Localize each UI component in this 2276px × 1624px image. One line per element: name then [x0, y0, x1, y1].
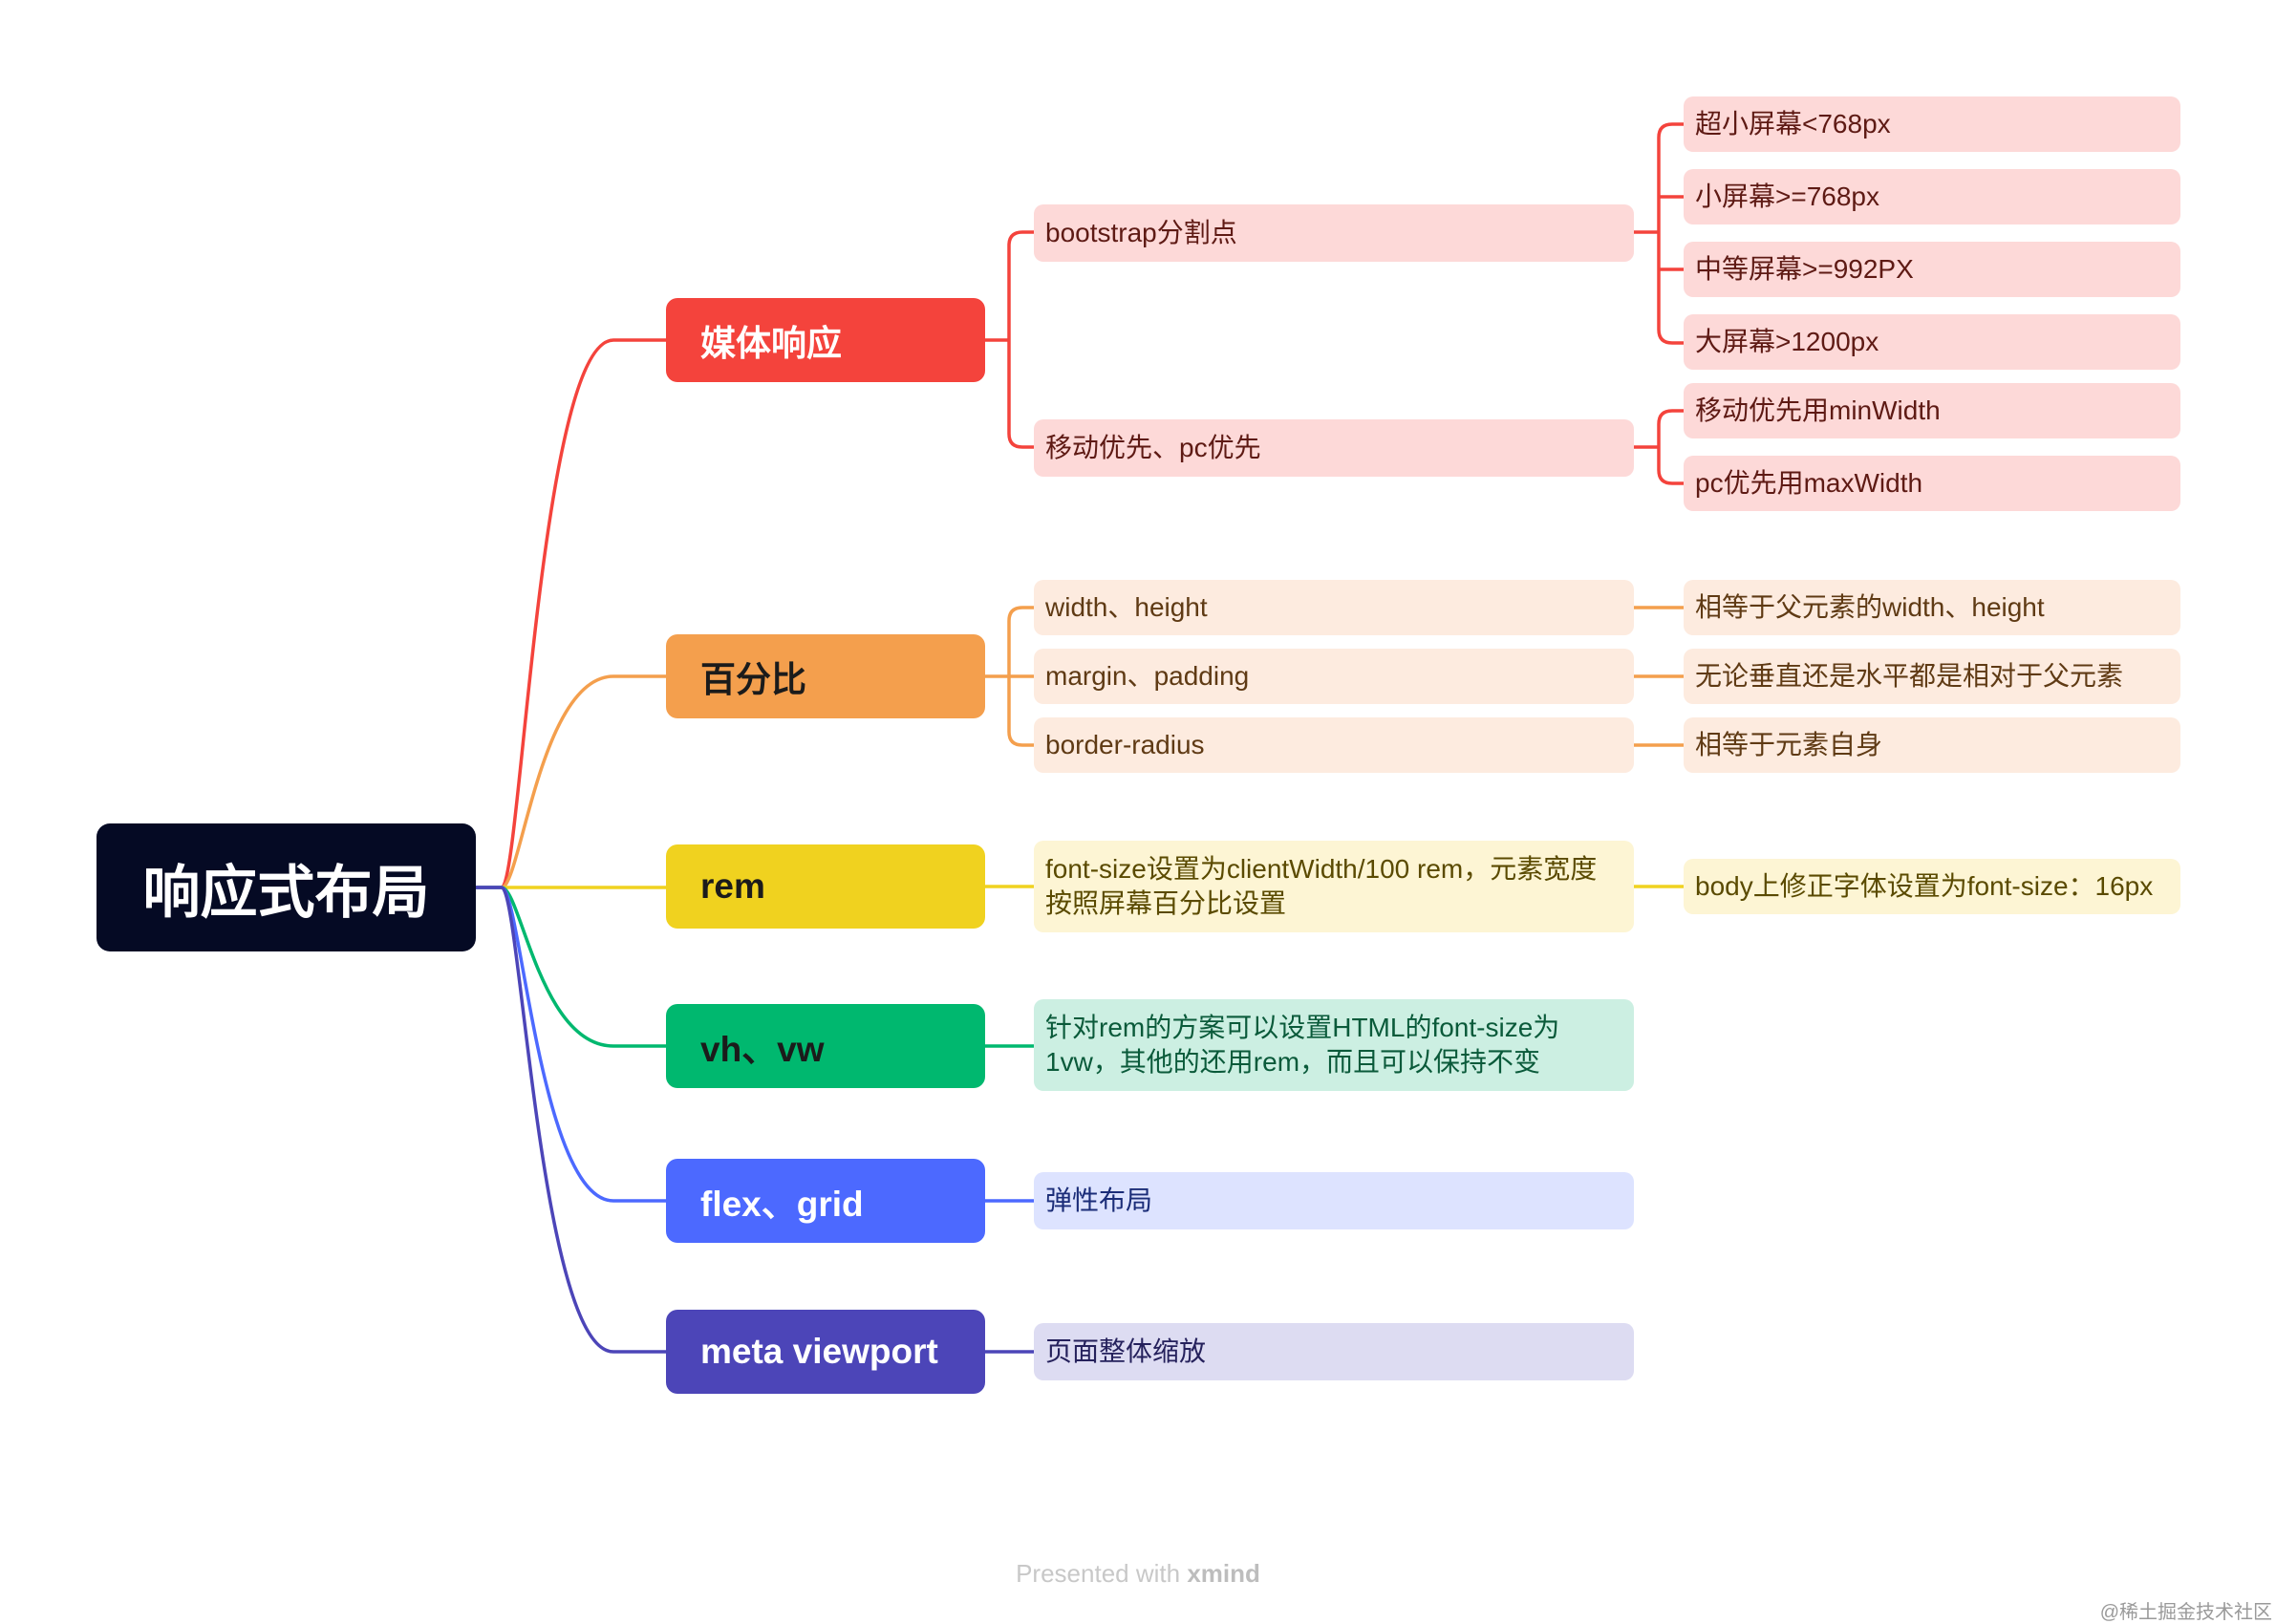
xmind-logo: xmind [1187, 1559, 1260, 1588]
topic-bootstrap-breakpoints[interactable]: bootstrap分割点 [1034, 204, 1634, 262]
subtopic-label: pc优先用maxWidth [1695, 468, 1923, 498]
topic-label: border-radius [1045, 730, 1205, 759]
presented-with-footer: Presented with xmind [0, 1559, 2276, 1589]
subtopic-label: 小屏幕>=768px [1695, 182, 1879, 211]
subtopic-lg-screen[interactable]: 大屏幕>1200px [1684, 314, 2180, 370]
connector-root-percent [474, 674, 668, 889]
branch-percentage[interactable]: 百分比 [666, 634, 985, 718]
subtopic-pc-first[interactable]: pc优先用maxWidth [1684, 456, 2180, 511]
topic-vw-font-size[interactable]: 针对rem的方案可以设置HTML的font-size为 1vw，其他的还用rem… [1034, 999, 1634, 1091]
subtopic-xs-screen[interactable]: 超小屏幕<768px [1684, 96, 2180, 152]
branch-label: 媒体响应 [700, 324, 842, 363]
root-topic[interactable]: 响应式布局 [97, 823, 476, 951]
subtopic-relative-parent[interactable]: 无论垂直还是水平都是相对于父元素 [1684, 649, 2180, 704]
branch-label: vh、vw [700, 1030, 825, 1069]
topic-label-line2: 按照屏幕百分比设置 [1045, 888, 1287, 918]
connector-percent-leaves [983, 606, 1036, 747]
topic-label: margin、padding [1045, 661, 1250, 691]
topic-rem-client-width[interactable]: font-size设置为clientWidth/100 rem，元素宽度 按照屏… [1034, 841, 1634, 932]
branch-label: rem [700, 866, 765, 906]
topic-label: bootstrap分割点 [1045, 218, 1237, 247]
topic-margin-padding[interactable]: margin、padding [1034, 649, 1634, 704]
topic-label: 移动优先、pc优先 [1045, 433, 1261, 462]
root-topic-label: 响应式布局 [142, 860, 430, 925]
branch-media-query[interactable]: 媒体响应 [666, 298, 985, 382]
subtopic-label: 相等于元素自身 [1695, 730, 1883, 759]
subtopic-relative-parent-size[interactable]: 相等于父元素的width、height [1684, 580, 2180, 635]
connector-mobile-subs [1632, 409, 1686, 485]
branch-flex-grid[interactable]: flex、grid [666, 1159, 985, 1243]
subtopic-md-screen[interactable]: 中等屏幕>=992PX [1684, 242, 2180, 297]
subtopic-label: 超小屏幕<768px [1695, 109, 1891, 139]
connector-root-meta [474, 886, 668, 1354]
topic-border-radius[interactable]: border-radius [1034, 717, 1634, 773]
connector-media-leaves [983, 230, 1036, 449]
subtopic-sm-screen[interactable]: 小屏幕>=768px [1684, 169, 2180, 224]
topic-width-height[interactable]: width、height [1034, 580, 1634, 635]
connector-bootstrap-subs [1632, 122, 1686, 345]
subtopic-label: 中等屏幕>=992PX [1695, 254, 1914, 284]
subtopic-label: body上修正字体设置为font-size：16px [1695, 871, 2154, 901]
topic-label-line2: 1vw，其他的还用rem，而且可以保持不变 [1045, 1047, 1541, 1077]
connector-root-media [474, 338, 668, 889]
branch-rem[interactable]: rem [666, 844, 985, 929]
branch-label: meta viewport [700, 1332, 938, 1371]
subtopic-body-font-size[interactable]: body上修正字体设置为font-size：16px [1684, 859, 2180, 914]
subtopic-label: 大屏幕>1200px [1695, 327, 1879, 356]
connector-root-vh [474, 886, 668, 1048]
topic-label: width、height [1045, 592, 1208, 622]
topic-flexible-layout[interactable]: 弹性布局 [1034, 1172, 1634, 1229]
branch-label: 百分比 [700, 660, 806, 699]
subtopic-mobile-first[interactable]: 移动优先用minWidth [1684, 383, 2180, 438]
subtopic-relative-self[interactable]: 相等于元素自身 [1684, 717, 2180, 773]
topic-mobile-pc-first[interactable]: 移动优先、pc优先 [1034, 419, 1634, 477]
topic-label-line1: 针对rem的方案可以设置HTML的font-size为 [1045, 1013, 1560, 1042]
connector-root-flex [474, 886, 668, 1203]
subtopic-label: 相等于父元素的width、height [1695, 592, 2045, 622]
topic-page-scaling[interactable]: 页面整体缩放 [1034, 1323, 1634, 1380]
branch-meta-viewport[interactable]: meta viewport [666, 1310, 985, 1394]
subtopic-label: 无论垂直还是水平都是相对于父元素 [1695, 661, 2124, 691]
topic-label: 弹性布局 [1045, 1186, 1153, 1215]
subtopic-label: 移动优先用minWidth [1695, 395, 1941, 425]
branch-vh-vw[interactable]: vh、vw [666, 1004, 985, 1088]
branch-label: flex、grid [700, 1185, 864, 1224]
topic-label-line1: font-size设置为clientWidth/100 rem，元素宽度 [1045, 854, 1598, 884]
footer-prefix: Presented with [1016, 1559, 1181, 1588]
watermark: @稀土掘金技术社区 [2099, 1602, 2272, 1623]
topic-label: 页面整体缩放 [1045, 1336, 1207, 1366]
connector-percent-subs [1632, 606, 1686, 747]
